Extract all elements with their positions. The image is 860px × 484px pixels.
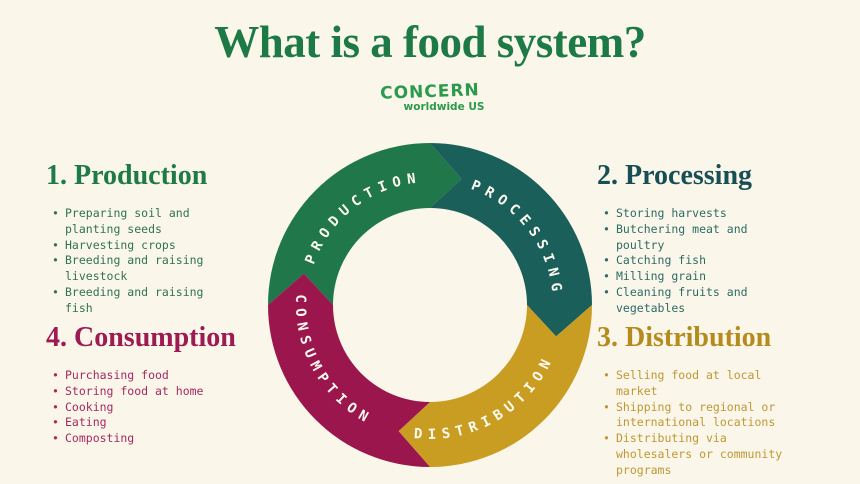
list-item: Selling food at local market (603, 368, 799, 400)
section-heading-consumption: 4. Consumption (46, 322, 236, 353)
list-item: Harvesting crops (52, 238, 236, 254)
list-item: Cooking (52, 400, 248, 416)
concern-tagline: worldwide US (403, 101, 485, 113)
cycle-segment-consumption (268, 273, 430, 467)
list-item: Butchering meat and poultry (603, 222, 799, 254)
bullet-list-production: Preparing soil and planting seedsHarvest… (52, 206, 236, 317)
list-item: Purchasing food (52, 368, 248, 384)
list-item: Shipping to regional or international lo… (603, 400, 799, 432)
list-item: Preparing soil and planting seeds (52, 206, 236, 238)
list-item: Storing food at home (52, 384, 248, 400)
list-item: Breeding and raising fish (52, 285, 236, 317)
list-item: Breeding and raising livestock (52, 253, 236, 285)
section-heading-distribution: 3. Distribution (597, 322, 772, 353)
bullet-list-consumption: Purchasing foodStoring food at homeCooki… (52, 368, 248, 447)
concern-wordmark: CONCERN (379, 80, 481, 104)
section-consumption: 4. Consumption Purchasing foodStoring fo… (46, 322, 246, 447)
bullet-list-processing: Storing harvestsButchering meat and poul… (603, 206, 799, 317)
section-heading-processing: 2. Processing (597, 160, 753, 191)
bullet-list-distribution: Selling food at local marketShipping to … (603, 368, 799, 479)
list-item: Storing harvests (603, 206, 799, 222)
section-heading-production: 1. Production (46, 160, 208, 191)
section-production: 1. Production Preparing soil and plantin… (46, 160, 246, 317)
list-item: Eating (52, 415, 248, 431)
page-title: What is a food system? (214, 17, 646, 67)
list-item: Distributing via wholesalers or communit… (603, 431, 799, 478)
list-item: Catching fish (603, 253, 799, 269)
section-processing: 2. Processing Storing harvestsButchering… (597, 160, 809, 317)
cycle-segment-distribution (398, 305, 592, 467)
section-distribution: 3. Distribution Selling food at local ma… (597, 322, 809, 479)
list-item: Cleaning fruits and vegetables (603, 285, 799, 317)
list-item: Milling grain (603, 269, 799, 285)
concern-logo: CONCERN worldwide US (376, 80, 485, 114)
cycle-segment-processing (430, 143, 592, 337)
cycle-segment-production (268, 143, 462, 305)
list-item: Composting (52, 431, 248, 447)
cycle-diagram: PRODUCTION PROCESSING DISTRIBUTION CONSU… (268, 143, 592, 467)
